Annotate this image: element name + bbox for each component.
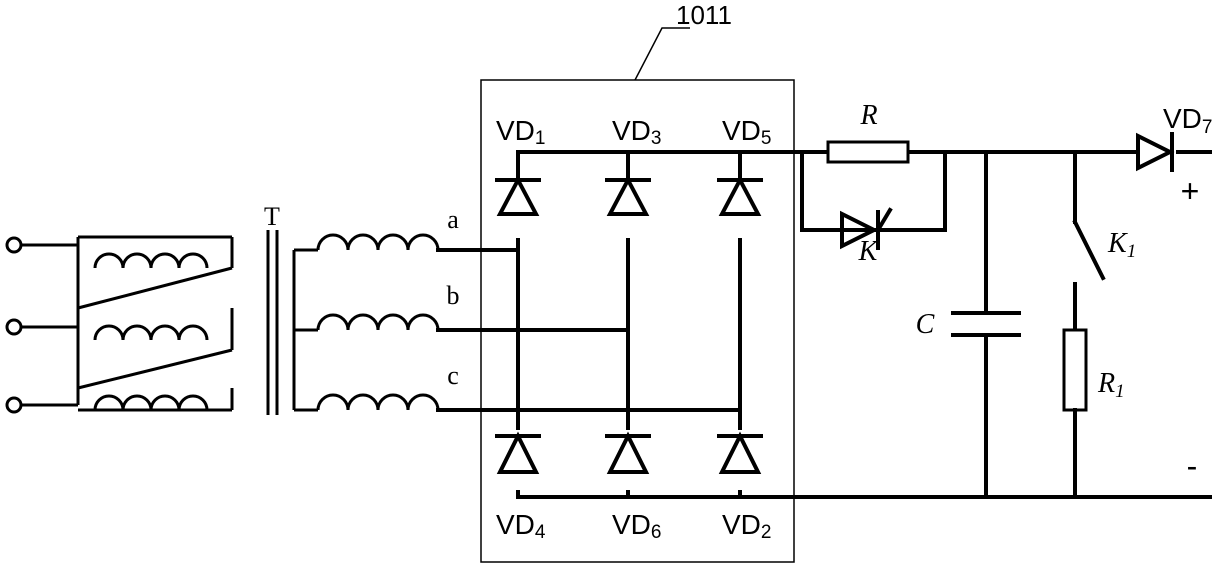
secondary-coil-b xyxy=(316,313,440,331)
capacitor-c-label: C xyxy=(916,309,935,340)
secondary-winding: a b c xyxy=(292,205,742,412)
module-leader-line xyxy=(634,27,690,81)
switch-k1-label: K1 xyxy=(1107,228,1136,262)
secondary-coil-c xyxy=(316,393,440,411)
primary-coil-3 xyxy=(93,394,209,411)
resistor-r1: R1 xyxy=(1062,328,1125,499)
phase-label-a: a xyxy=(447,205,459,234)
input-terminal-1 xyxy=(5,236,23,254)
diode-vd2 xyxy=(717,430,763,490)
diode-vd7: VD7 xyxy=(1136,103,1212,172)
thyristor-k-label: K xyxy=(858,236,879,267)
diode-vd4 xyxy=(495,430,541,490)
vd5-label: VD5 xyxy=(722,115,771,149)
module-boundary xyxy=(480,79,795,563)
thyristor-k: K xyxy=(800,150,947,267)
negative-terminal-label: - xyxy=(1187,448,1198,484)
module-label: 1011 xyxy=(676,0,732,30)
vd2-label: VD2 xyxy=(722,509,771,543)
phase-label-b: b xyxy=(447,281,460,310)
vd7-label: VD7 xyxy=(1163,103,1212,138)
diode-vd6 xyxy=(605,430,651,490)
capacitor-c: C xyxy=(916,150,1021,499)
diode-vd1 xyxy=(495,175,541,238)
secondary-coil-a xyxy=(316,233,440,251)
vd6-label: VD6 xyxy=(612,509,661,543)
resistor-r: R xyxy=(826,100,910,164)
resistor-r1-label: R1 xyxy=(1097,368,1125,402)
switch-k1: K1 xyxy=(1072,150,1136,332)
primary-winding xyxy=(5,235,234,414)
primary-coil-2 xyxy=(93,324,209,341)
diode-vd3 xyxy=(605,175,651,238)
diode-vd5 xyxy=(717,175,763,238)
input-terminal-2 xyxy=(5,318,23,336)
primary-coil-1 xyxy=(93,252,209,269)
resistor-r-label: R xyxy=(859,100,877,131)
input-terminal-3 xyxy=(5,396,23,414)
transformer-core: T xyxy=(264,202,280,415)
positive-terminal-label: + xyxy=(1181,173,1200,209)
phase-label-c: c xyxy=(447,361,459,390)
vd1-label: VD1 xyxy=(496,115,545,149)
transformer-label: T xyxy=(264,202,280,231)
vd4-label: VD4 xyxy=(496,509,546,543)
vd3-label: VD3 xyxy=(612,115,661,149)
rectifier-module-1011: 1011 xyxy=(480,0,795,563)
